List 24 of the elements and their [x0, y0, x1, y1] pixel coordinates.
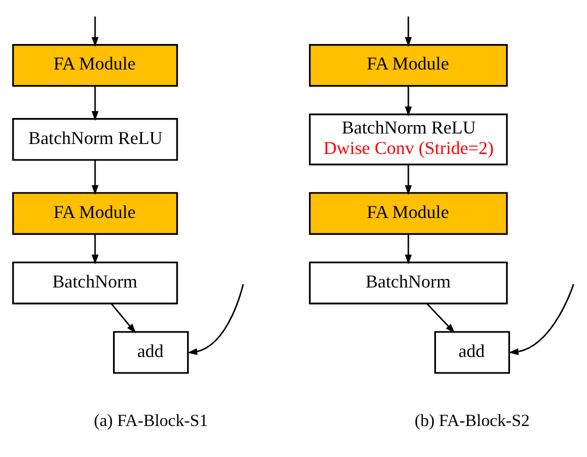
node-box: FA Module — [12, 44, 178, 86]
node-box: FA Module — [308, 44, 508, 86]
arrow — [187, 283, 244, 355]
node-box: BatchNorm — [12, 261, 178, 304]
node-box: add — [434, 330, 510, 374]
arrow — [404, 86, 412, 116]
arrow — [404, 234, 412, 264]
arrow — [404, 164, 412, 195]
arrow — [92, 86, 98, 120]
arrow — [92, 16, 98, 46]
node-box: BatchNorm ReLU Dwise Conv (Stride=2) — [308, 113, 508, 165]
arrow — [508, 283, 574, 355]
arrow — [92, 160, 98, 194]
node-box: add — [113, 330, 189, 374]
label: (b) FA-Block-S2 — [414, 410, 530, 430]
label: (a) FA-Block-S1 — [94, 410, 208, 430]
node-box: FA Module — [308, 192, 508, 234]
node-box: BatchNorm ReLU — [12, 118, 178, 160]
node-box: BatchNorm — [308, 261, 508, 304]
arrow — [404, 16, 412, 46]
arrow — [92, 234, 98, 264]
arrow — [110, 302, 136, 333]
arrow — [426, 302, 456, 333]
node-box: FA Module — [12, 192, 178, 234]
